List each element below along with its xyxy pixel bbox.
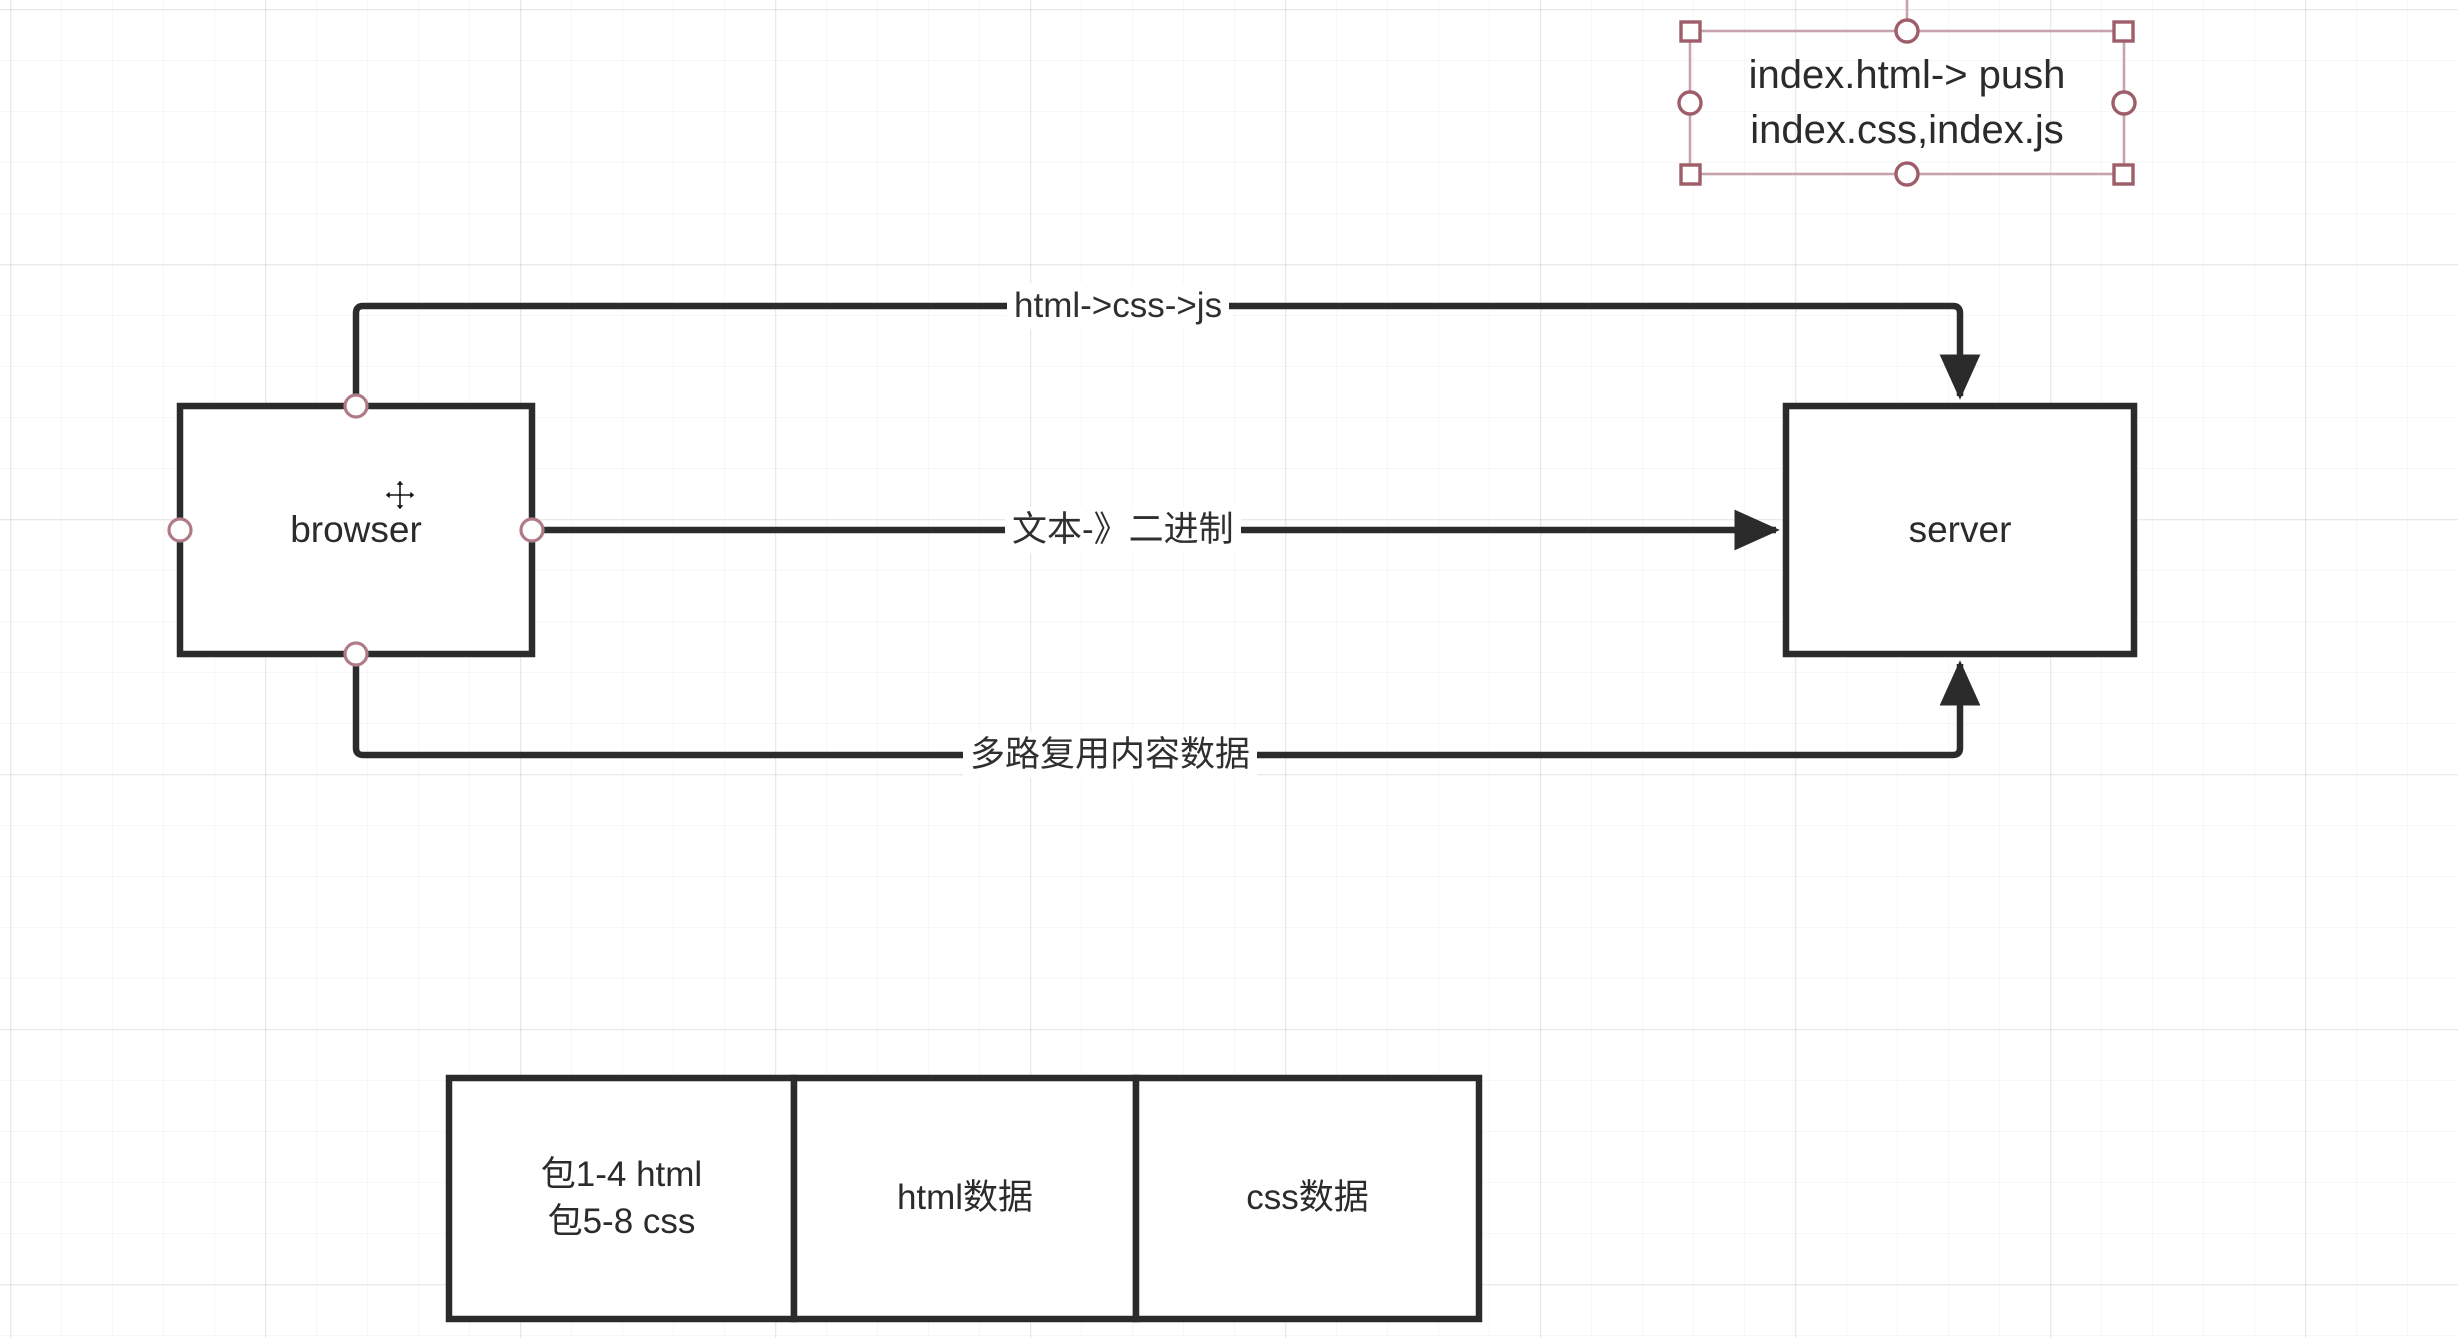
sticky-note-line-1: index.html-> push <box>1748 53 2066 98</box>
edge-top-label: html->css->js <box>1007 283 1230 329</box>
handle-top-left <box>1679 20 1702 43</box>
node-server-shape[interactable] <box>1782 402 2138 658</box>
edge-bottom-label: 多路复用内容数据 <box>963 732 1258 778</box>
sticky-note-text[interactable]: index.html-> push index.css,index.js <box>1690 31 2124 174</box>
edge-middle-label-text: 文本-》二进制 <box>1012 510 1234 549</box>
connection-point-left <box>167 517 193 543</box>
connection-point-bottom <box>343 641 369 667</box>
browser-connection-points[interactable] <box>167 393 545 667</box>
handle-middle-right <box>2111 90 2137 116</box>
connection-point-right <box>519 517 545 543</box>
edge-top-label-text: html->css->js <box>1014 286 1223 325</box>
packet-table-shape[interactable] <box>445 1074 1483 1323</box>
handle-top-right <box>2112 20 2135 43</box>
handle-bottom-left <box>1679 163 1702 186</box>
handle-bottom-center <box>1894 161 1920 187</box>
handle-bottom-right <box>2112 163 2135 186</box>
handle-top-center <box>1894 18 1920 44</box>
sticky-note-line-2: index.css,index.js <box>1750 107 2064 152</box>
node-browser-shape[interactable] <box>176 402 536 658</box>
connection-point-top <box>343 393 369 419</box>
edge-bottom-label-text: 多路复用内容数据 <box>970 735 1251 774</box>
edge-middle-label: 文本-》二进制 <box>1005 507 1241 553</box>
sticky-note-selection[interactable] <box>1677 0 2137 187</box>
move-cursor-icon <box>383 478 417 512</box>
handle-middle-left <box>1677 90 1703 116</box>
